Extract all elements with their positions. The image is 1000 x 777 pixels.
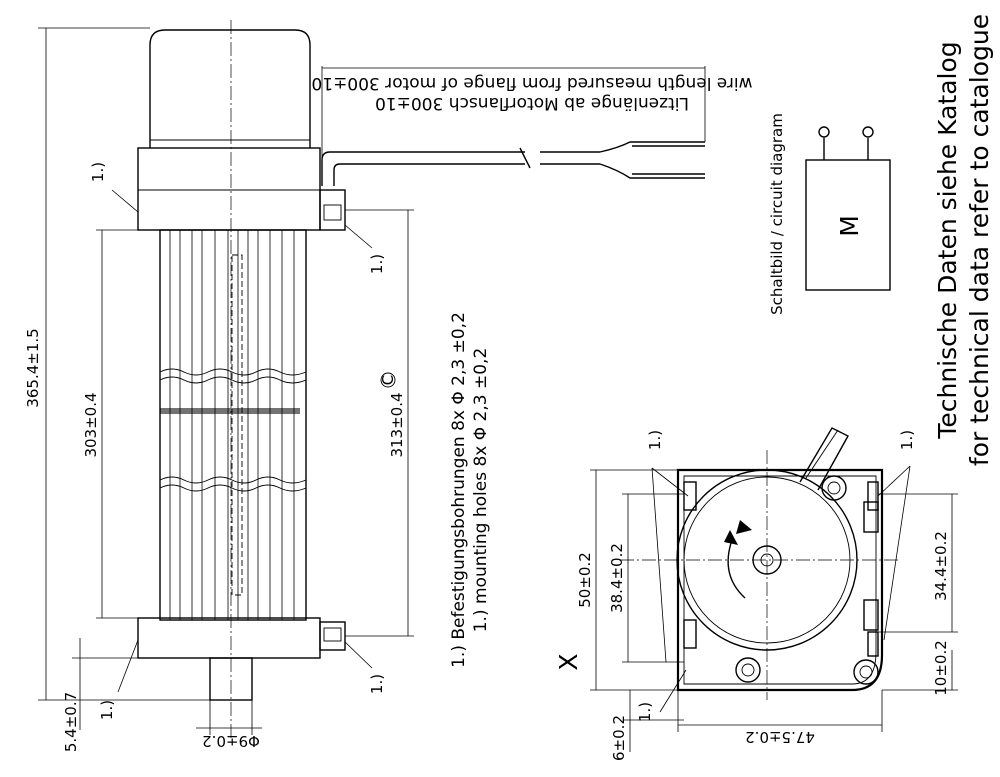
bottom-offset: 10±0.2 [932, 640, 950, 696]
ref-top-right: 1.) [368, 254, 386, 274]
wire-length-note: Litzenlänge ab Motorflansch 300±10 wire … [311, 73, 752, 113]
mounting-note-en: 1.) mounting holes 8x Φ 2,3 ±0,2 [471, 348, 491, 633]
fan-length: 303±0.4 [82, 392, 100, 457]
circuit-diagram: M Schaltbild / circuit diagram [768, 113, 891, 315]
shaft-offset: 5.4±0.7 [62, 692, 80, 752]
tech-data-en: for technical data refer to catalogue [965, 14, 994, 466]
end-width: 47.5±0.2 [745, 728, 815, 746]
motor-symbol: M [835, 215, 864, 237]
side-view [137, 20, 705, 740]
overall-length: 365.4±1.5 [24, 328, 42, 407]
view-label-x: X [554, 653, 583, 670]
wire-note-de: Litzenlänge ab Motorflansch 300±10 [375, 93, 689, 113]
ref-bottom-right: 1.) [368, 674, 386, 694]
end-view [620, 427, 900, 700]
ref-end-top-right: 1.) [898, 430, 916, 450]
ref-bottom-left: 1.) [98, 700, 116, 720]
shaft-diameter: Φ9±0.2 [202, 732, 260, 750]
side-dimension-texts: 365.4±1.5 303±0.4 313±0.4 C 5.4±0.7 Φ9±0… [24, 162, 406, 752]
wire-note-en: wire length measured from flange of moto… [311, 73, 752, 93]
end-dimensions [590, 465, 958, 752]
side-dimensions [38, 27, 706, 735]
ref-end-bottom-left: 1.) [636, 702, 654, 722]
mounting-note: 1.) Befestigungsbohrungen 8x Φ 2,3 ±0,2 … [449, 312, 491, 668]
mounting-note-de: 1.) Befestigungsbohrungen 8x Φ 2,3 ±0,2 [449, 312, 469, 668]
left-offset: 6±0.2 [610, 715, 628, 761]
end-dimension-texts: 50±0.2 38.4±0.2 34.4±0.2 10±0.2 6±0.2 47… [554, 430, 950, 761]
tech-data-note: Technische Daten siehe Katalog for techn… [933, 14, 994, 466]
ref-top-left: 1.) [89, 162, 107, 182]
circuit-title: Schaltbild / circuit diagram [768, 113, 786, 315]
holes-spacing-right: 34.4±0.2 [932, 531, 950, 601]
flange-distance: 313±0.4 [388, 392, 406, 457]
circle-c-symbol: C [379, 375, 397, 385]
tech-data-de: Technische Daten siehe Katalog [933, 41, 962, 439]
holes-spacing-left: 38.4±0.2 [608, 543, 626, 613]
ref-end-top-left: 1.) [646, 430, 664, 450]
height-outer: 50±0.2 [576, 552, 594, 608]
